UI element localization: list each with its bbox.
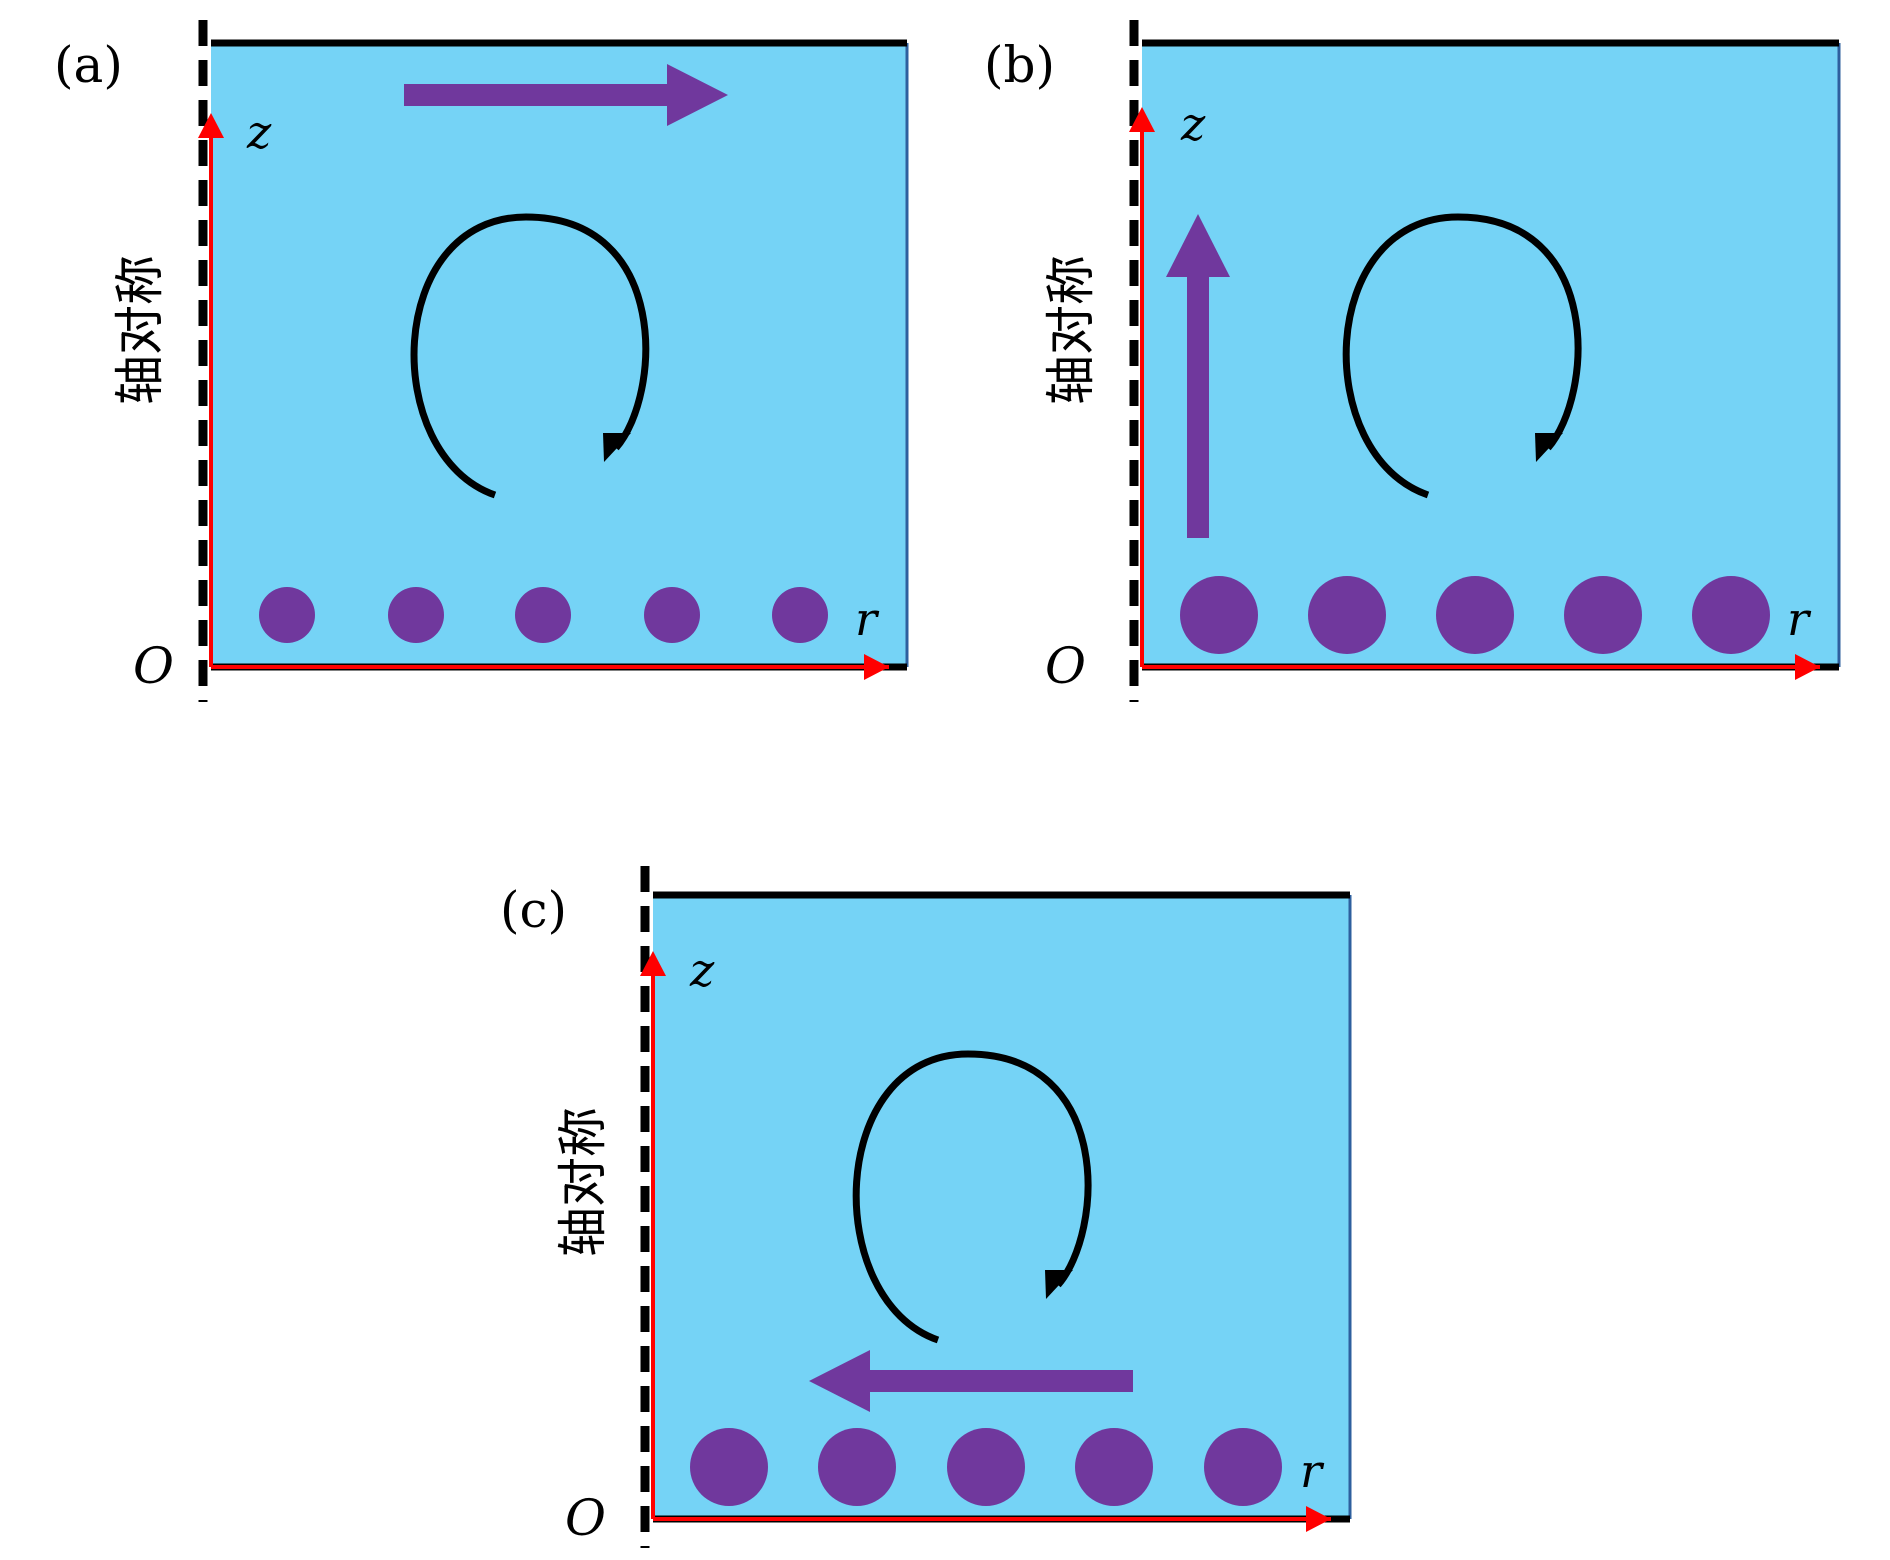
particle	[818, 1428, 896, 1506]
flow-arrow-shaft	[868, 1370, 1133, 1392]
panel-b: (b) z r O 轴对称	[984, 20, 1841, 702]
r-axis-label: r	[855, 592, 880, 646]
particle	[690, 1428, 768, 1506]
circulation-path	[1342, 213, 1582, 499]
flow-arrow-head	[1166, 214, 1230, 277]
particle	[1308, 576, 1386, 654]
particle	[1436, 576, 1514, 654]
r-axis-label: r	[1787, 592, 1812, 646]
origin-label: O	[133, 637, 174, 695]
particle	[644, 587, 700, 643]
flow-arrow-right	[404, 64, 728, 126]
panel-label: (b)	[984, 36, 1055, 94]
origin-label: O	[565, 1489, 606, 1547]
r-axis-label: r	[1300, 1444, 1325, 1498]
flow-arrow-shaft	[404, 84, 669, 106]
particles	[1180, 576, 1770, 654]
particle	[772, 587, 828, 643]
particles	[259, 587, 828, 643]
panel-c: (c) z r O 轴对称	[500, 866, 1352, 1548]
z-axis-label: z	[246, 105, 272, 159]
particle	[388, 587, 444, 643]
particle	[1075, 1428, 1153, 1506]
circulation-arrowhead	[603, 433, 631, 462]
fluid-domain	[211, 43, 907, 667]
particle	[515, 587, 571, 643]
symmetry-axis-label: 轴对称	[554, 1107, 612, 1257]
flow-arrow-up	[1166, 214, 1230, 538]
particle	[947, 1428, 1025, 1506]
origin-label: O	[1045, 637, 1086, 695]
z-axis-label: z	[689, 943, 715, 997]
symmetry-axis-label: 轴对称	[1042, 255, 1100, 405]
r-axis-arrowhead	[1306, 1506, 1331, 1532]
circulation-arrowhead	[1045, 1270, 1073, 1299]
panel-a: (a) z r O 轴对称	[54, 20, 909, 702]
panel-label: (c)	[500, 881, 567, 939]
r-axis-arrowhead	[1795, 654, 1820, 680]
flow-arrow-head	[809, 1350, 870, 1412]
z-axis-label: z	[1180, 97, 1206, 151]
particle	[1204, 1428, 1282, 1506]
particle	[259, 587, 315, 643]
flow-arrow-left	[809, 1350, 1133, 1412]
symmetry-axis-label: 轴对称	[111, 255, 169, 405]
circulation-path	[852, 1050, 1092, 1344]
circulation-path	[410, 213, 650, 499]
particle	[1692, 576, 1770, 654]
particles	[690, 1428, 1282, 1506]
flow-arrow-head	[667, 64, 728, 126]
z-axis-arrowhead	[640, 951, 666, 976]
z-axis-arrowhead	[198, 113, 224, 138]
fluid-domain	[653, 895, 1350, 1519]
circulation-arrowhead	[1535, 433, 1563, 462]
particle	[1180, 576, 1258, 654]
fluid-domain	[1142, 43, 1839, 667]
particle	[1564, 576, 1642, 654]
circulation-arrow	[410, 213, 650, 499]
z-axis-arrowhead	[1129, 107, 1155, 132]
circulation-arrow	[852, 1050, 1092, 1344]
circulation-arrow	[1342, 213, 1582, 499]
r-axis-arrowhead	[864, 654, 889, 680]
flow-arrow-shaft	[1187, 275, 1209, 538]
panel-label: (a)	[54, 36, 123, 94]
